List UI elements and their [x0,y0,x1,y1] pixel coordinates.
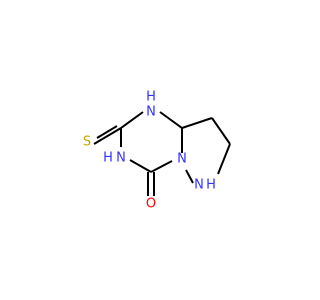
atom-n3-h-label: H [103,151,113,166]
bond-c8-c7 [211,117,231,145]
molecule-structure: N H N H N N H S O [0,0,300,300]
atom-o-label: O [146,197,156,212]
atom-s-label: S [83,135,91,150]
bond-c2-s-a [93,127,122,145]
background [0,0,300,300]
atom-n6-h-label: H [206,178,216,193]
atom-n6-label: N [194,178,204,193]
atom-n1-h-label: H [146,90,156,105]
bond-c7-n6 [217,143,231,175]
bonds [93,111,231,196]
atom-labels: N H N H N N H S O [83,90,216,212]
atom-n5-label: N [177,152,187,167]
bond-n5-c4 [150,160,173,173]
bond-c8a-c8 [181,117,213,129]
bond-n1-c8a [159,111,183,129]
bond-c2-n1 [120,111,144,129]
bond-c4-n3 [129,159,152,173]
bond-n6-n5 [185,169,194,184]
atom-n3-label: N [116,151,126,166]
bond-c2-s-b [96,125,118,139]
atom-n1-label: N [146,105,156,120]
